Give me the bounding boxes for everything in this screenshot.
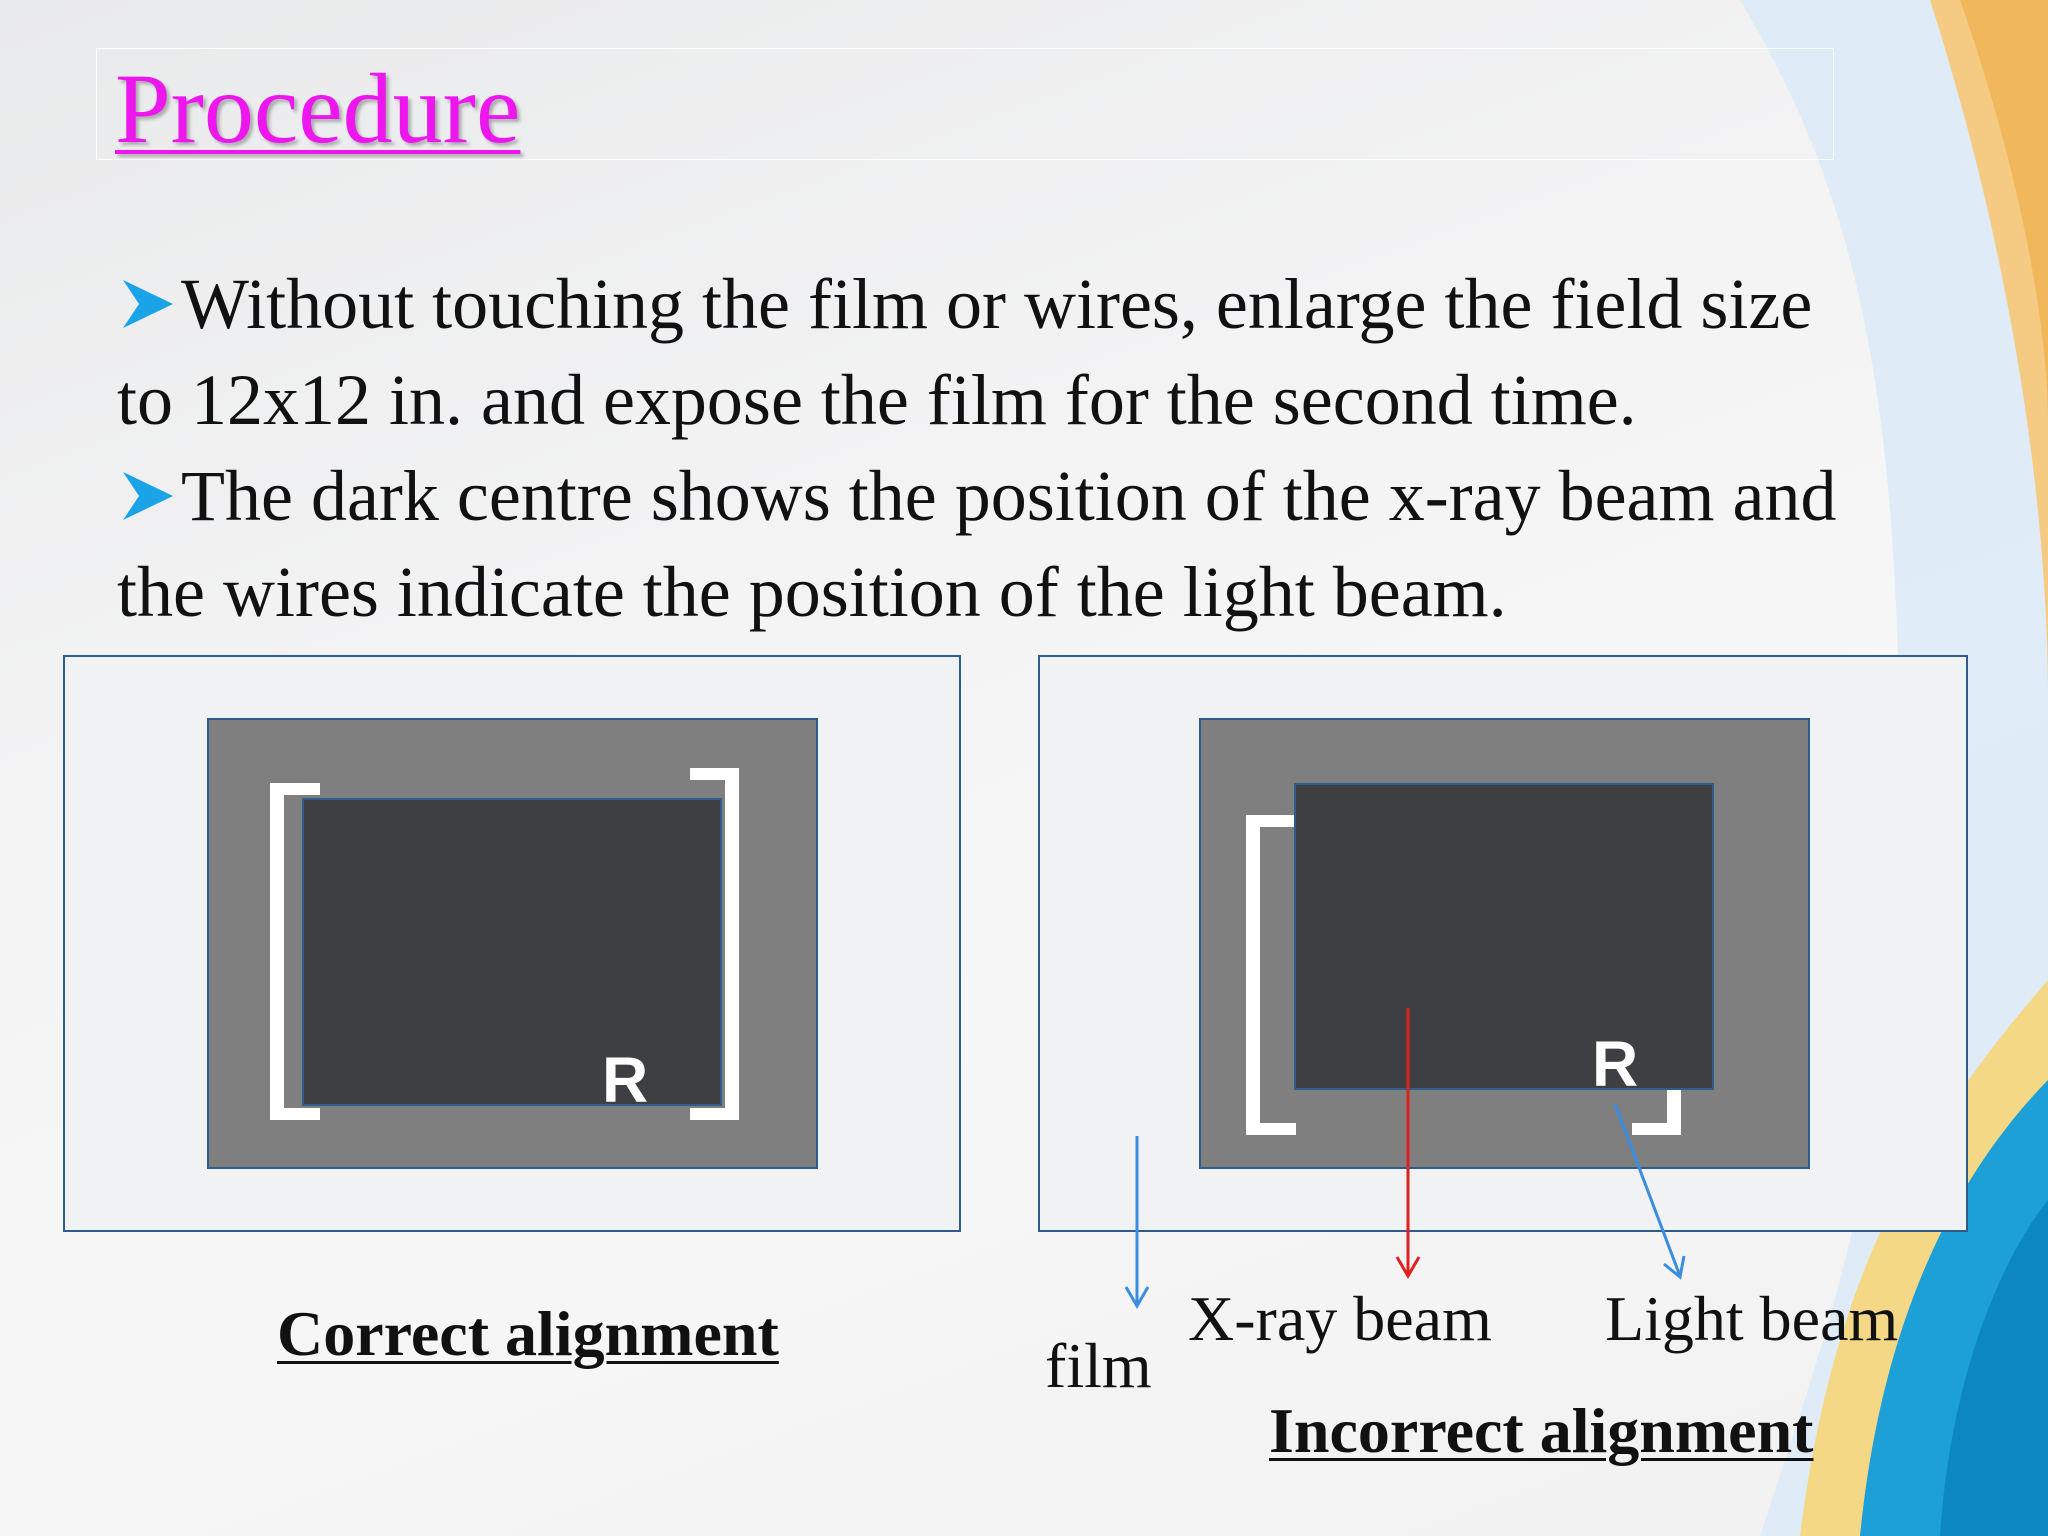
slide-title: Procedure bbox=[115, 53, 521, 164]
light-pointer-arrow bbox=[1613, 1103, 1686, 1280]
correct-r-marker: R bbox=[602, 1044, 649, 1116]
incorrect-xray-field bbox=[1294, 783, 1714, 1090]
xray-pointer-arrow bbox=[1395, 1008, 1421, 1279]
bullet-2-line-1: The dark centre shows the position of th… bbox=[181, 456, 1837, 536]
arrow-bullet-icon bbox=[123, 472, 173, 520]
incorrect-r-marker: R bbox=[1592, 1028, 1639, 1100]
bullet-1-line-2: to 12x12 in. and expose the film for the… bbox=[117, 360, 1637, 440]
film-label: film bbox=[1045, 1330, 1152, 1401]
film-pointer-arrow bbox=[1124, 1136, 1150, 1309]
bullet-1-cont: to 12x12 in. and expose the film for the… bbox=[117, 352, 2017, 448]
correct-xray-field bbox=[302, 798, 722, 1106]
bullet-1-line-1: Without touching the film or wires, enla… bbox=[181, 264, 1813, 344]
xray-beam-label: X-ray beam bbox=[1188, 1283, 1492, 1354]
light-beam-label: Light beam bbox=[1605, 1283, 1899, 1354]
bullet-2-line-2: the wires indicate the position of the l… bbox=[117, 552, 1507, 632]
bullet-2: The dark centre shows the position of th… bbox=[117, 448, 2017, 544]
title-frame bbox=[96, 48, 1834, 160]
arrow-bullet-icon bbox=[123, 280, 173, 328]
correct-caption: Correct alignment bbox=[277, 1298, 779, 1369]
bullet-list: Without touching the film or wires, enla… bbox=[117, 256, 2017, 640]
incorrect-caption: Incorrect alignment bbox=[1269, 1395, 1814, 1466]
bullet-1: Without touching the film or wires, enla… bbox=[117, 256, 2017, 352]
bullet-2-cont: the wires indicate the position of the l… bbox=[117, 544, 2017, 640]
